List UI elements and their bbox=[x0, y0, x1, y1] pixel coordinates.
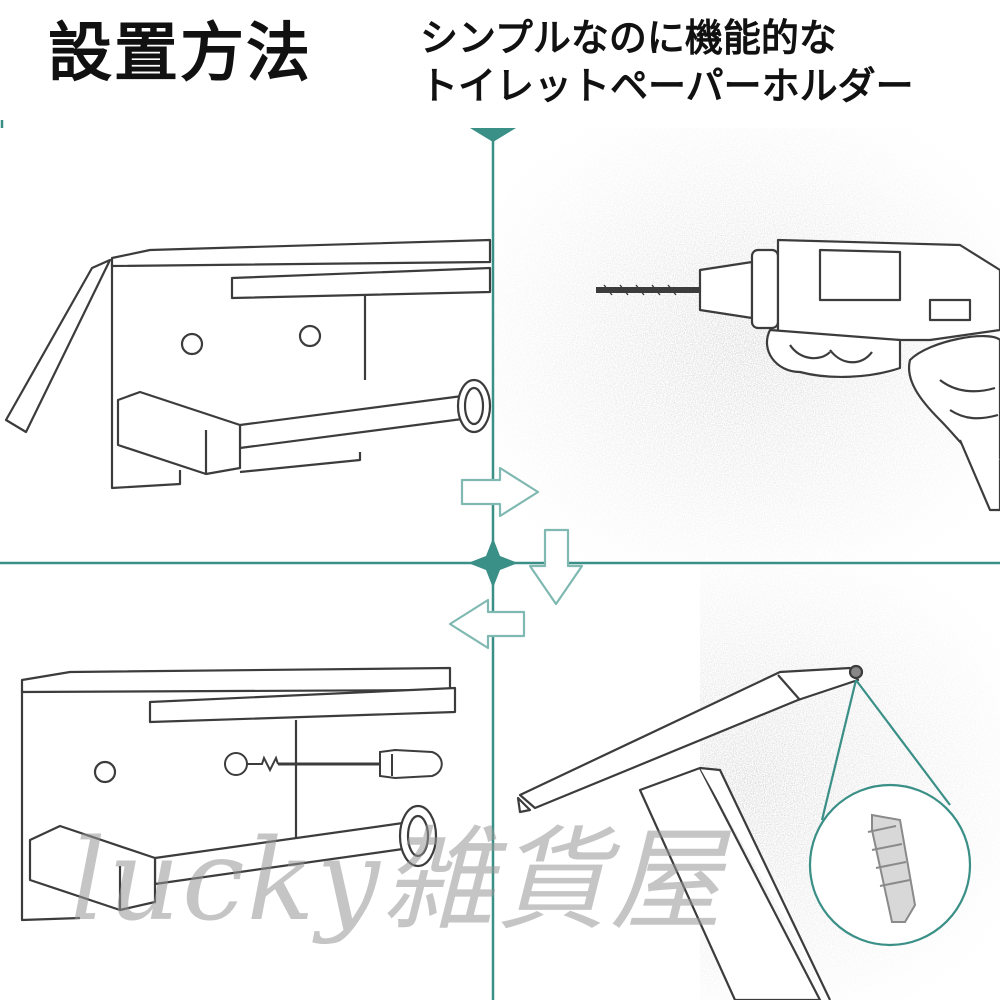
flow-arrows bbox=[448, 466, 584, 650]
panel-center-ornament bbox=[468, 538, 518, 588]
step-4-holder bbox=[20, 666, 457, 922]
step-2-drill bbox=[596, 238, 1000, 512]
wall-texture-top bbox=[495, 128, 1000, 560]
subtitle-line-1: シンプルなのに機能的な bbox=[420, 16, 837, 60]
page-subtitle: シンプルなのに機能的な トイレットペーパーホルダー bbox=[420, 14, 914, 110]
screwdriver-icon bbox=[224, 748, 443, 780]
installation-diagram bbox=[0, 120, 1000, 1000]
panel-top-ornament bbox=[470, 128, 516, 142]
arrow-right-icon bbox=[460, 466, 540, 518]
wall-anchor-icon bbox=[867, 813, 917, 923]
arrow-left-icon bbox=[448, 598, 526, 650]
watermark: lucky雑貨屋 bbox=[70, 816, 724, 946]
step-3-hammer bbox=[516, 664, 864, 1000]
subtitle-line-2: トイレットペーパーホルダー bbox=[420, 64, 914, 108]
arrow-down-icon bbox=[528, 528, 584, 606]
page-title: 設置方法 bbox=[48, 17, 312, 91]
step-1-holder bbox=[4, 238, 492, 490]
